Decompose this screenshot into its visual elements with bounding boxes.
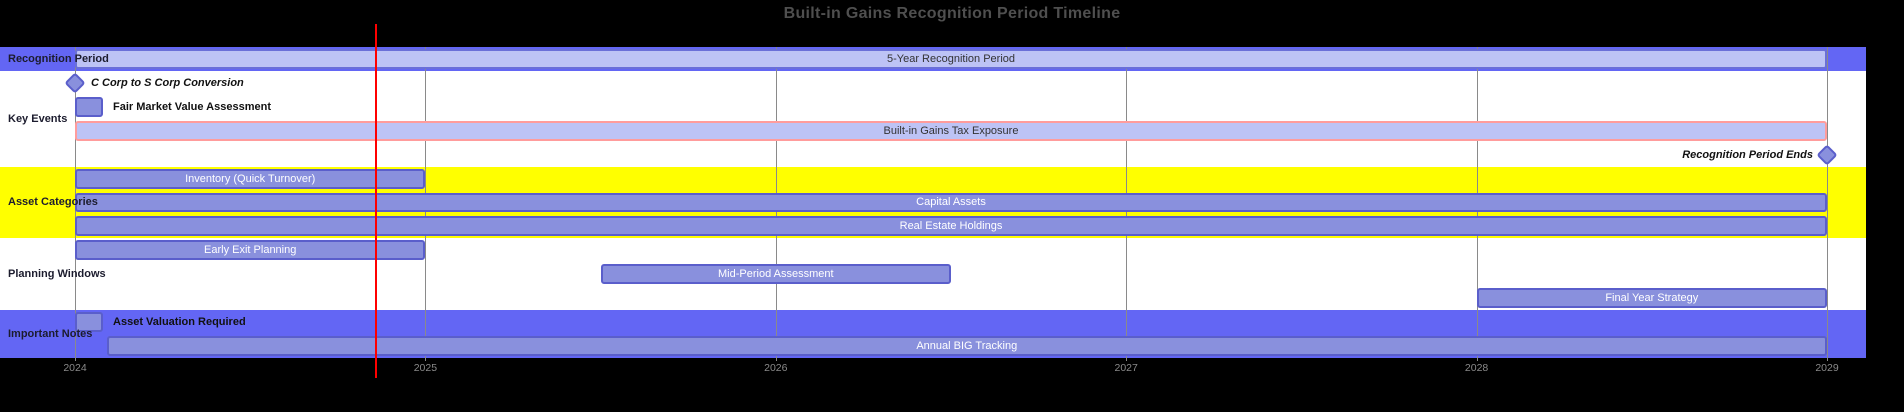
task-outside-label: Fair Market Value Assessment [113, 100, 271, 113]
task-outside-label: Asset Valuation Required [113, 316, 246, 329]
axis-tick-label: 2028 [1464, 362, 1489, 374]
task-bar: 5-Year Recognition Period [75, 49, 1827, 69]
axis-tick-label: 2027 [1114, 362, 1138, 374]
axis-tick-label: 2024 [63, 362, 87, 374]
task-bar [75, 312, 104, 333]
section-label: Key Events [8, 112, 68, 125]
section-label: Recognition Period [8, 52, 109, 65]
task-bar: Annual BIG Tracking [106, 336, 1827, 356]
task-bar: Early Exit Planning [75, 240, 426, 261]
grid-line [1827, 47, 1828, 361]
task-bar: Real Estate Holdings [75, 216, 1827, 237]
chart-title: Built-in Gains Recognition Period Timeli… [783, 5, 1121, 22]
section-label: Important Notes [8, 328, 93, 341]
axis-tick-label: 2029 [1815, 362, 1839, 374]
milestone-label: C Corp to S Corp Conversion [91, 76, 244, 89]
task-bar: Inventory (Quick Turnover) [75, 168, 426, 189]
section-label: Planning Windows [8, 268, 106, 281]
task-bar: Built-in Gains Tax Exposure [75, 120, 1827, 141]
task-bar: Mid-Period Assessment [600, 264, 951, 285]
task-bar [75, 96, 104, 117]
axis-tick-label: 2025 [413, 362, 438, 374]
task-bar: Capital Assets [75, 192, 1827, 213]
milestone-label: Recognition Period Ends [1682, 148, 1813, 161]
section-label: Asset Categories [8, 196, 98, 209]
task-bar: Final Year Strategy [1476, 288, 1827, 309]
axis-tick-label: 2026 [764, 362, 788, 374]
today-marker-line [375, 24, 378, 378]
